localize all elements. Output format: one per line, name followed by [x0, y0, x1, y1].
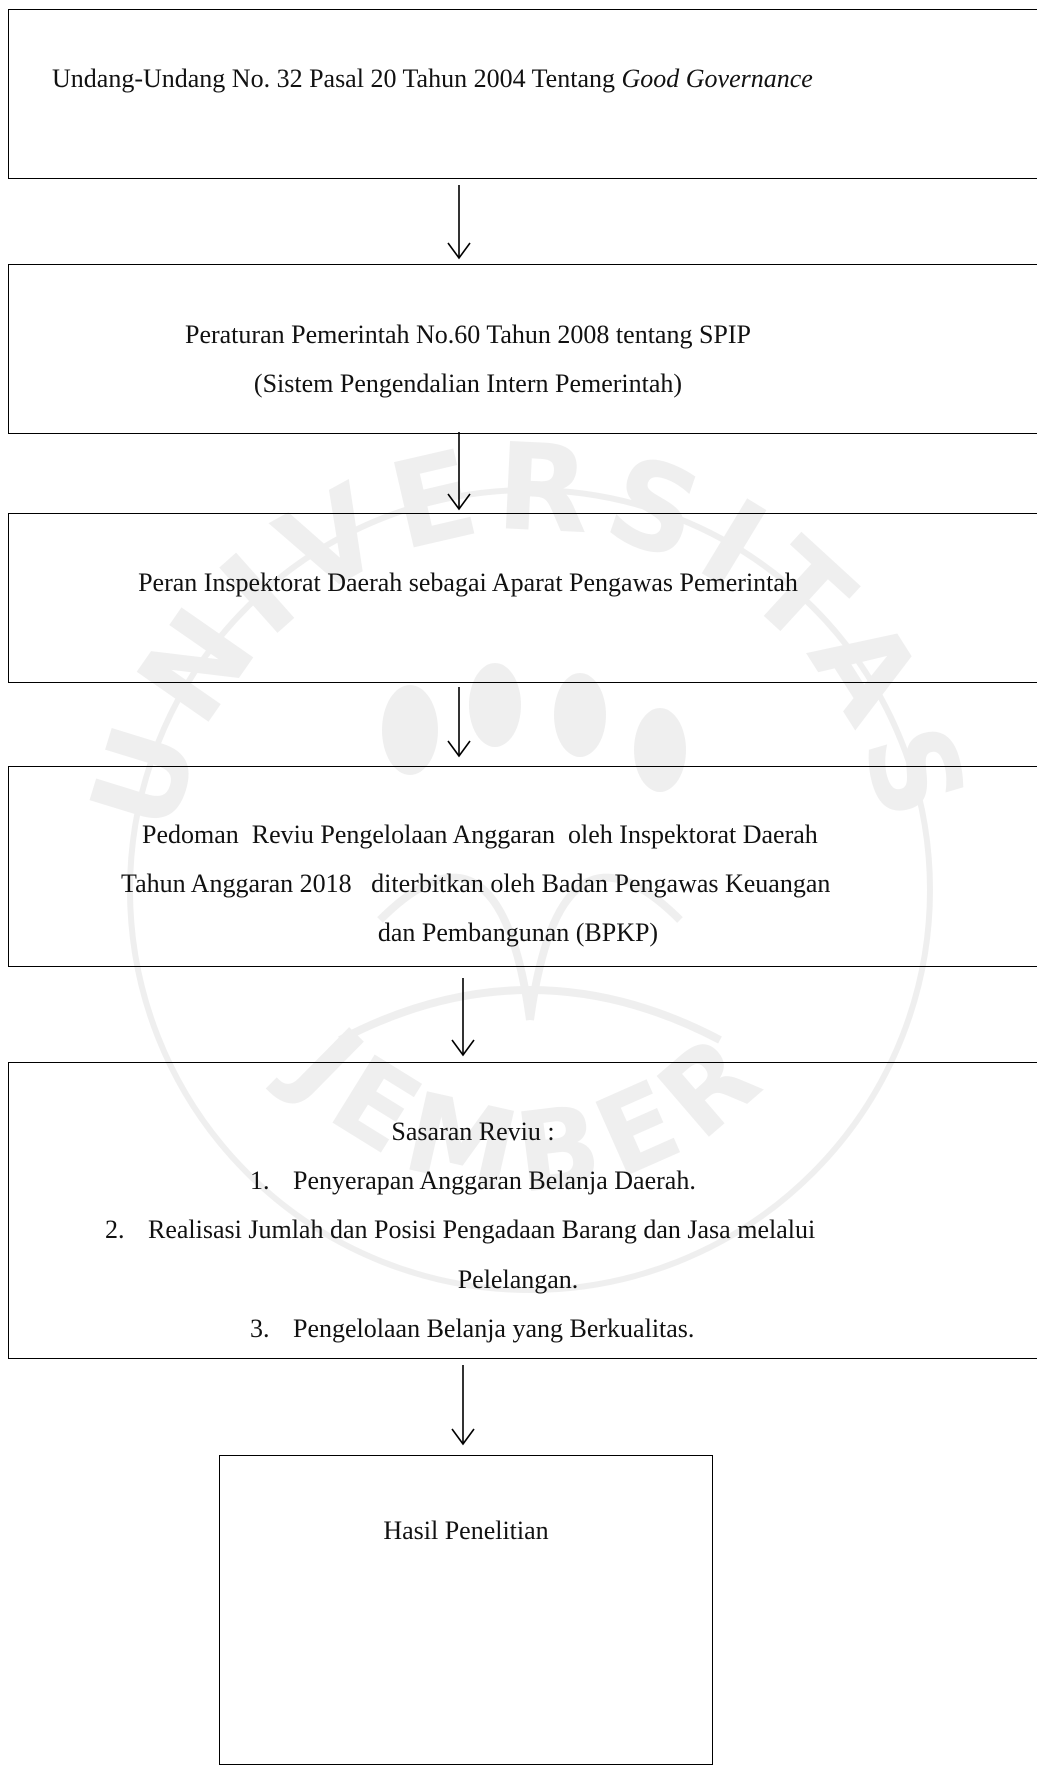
flow-box-inspectorate-role [8, 513, 1037, 683]
review-target-item-3-text: Pengelolaan Belanja yang Berkualitas. [293, 1314, 695, 1343]
review-target-item-2-text: Realisasi Jumlah dan Posisi Pengadaan Ba… [148, 1215, 816, 1244]
flow-box-review-guideline [8, 766, 1037, 967]
guideline-line-2: Tahun Anggaran 2018 diterbitkan oleh Bad… [121, 869, 831, 898]
review-target-item-1-text: Penyerapan Anggaran Belanja Daerah. [293, 1166, 696, 1195]
review-targets-heading: Sasaran Reviu : [391, 1117, 555, 1146]
guideline-line-1: Pedoman Reviu Pengelolaan Anggaran oleh … [142, 820, 818, 849]
arrow-down-5-icon [451, 1365, 475, 1446]
flow-box-law-text: Undang-Undang No. 32 Pasal 20 Tahun 2004… [52, 66, 813, 92]
flow-box-review-targets [8, 1062, 1037, 1359]
arrow-down-1-icon [447, 185, 471, 260]
arrow-down-3-icon [447, 687, 471, 758]
guideline-line-3: dan Pembangunan (BPKP) [377, 918, 659, 947]
law-text-italic: Good Governance [621, 64, 813, 93]
arrow-down-4-icon [451, 978, 475, 1057]
review-target-item-1-num: 1. [250, 1166, 270, 1195]
review-target-item-2-cont: Pelelangan. [457, 1265, 579, 1294]
law-text: Undang-Undang No. 32 Pasal 20 Tahun 2004… [52, 64, 622, 93]
arrow-down-2-icon [447, 432, 471, 511]
research-result-text: Hasil Penelitian [383, 1516, 549, 1545]
review-target-item-3-num: 3. [250, 1314, 270, 1343]
flow-box-regulation [8, 264, 1037, 434]
flow-box-research-result [219, 1455, 713, 1765]
review-target-item-2-num: 2. [105, 1215, 125, 1244]
inspectorate-role-text: Peran Inspektorat Daerah sebagai Aparat … [138, 568, 798, 597]
flow-box-law [8, 9, 1037, 179]
regulation-line-2: (Sistem Pengendalian Intern Pemerintah) [253, 369, 683, 398]
regulation-line-1: Peraturan Pemerintah No.60 Tahun 2008 te… [184, 320, 751, 349]
